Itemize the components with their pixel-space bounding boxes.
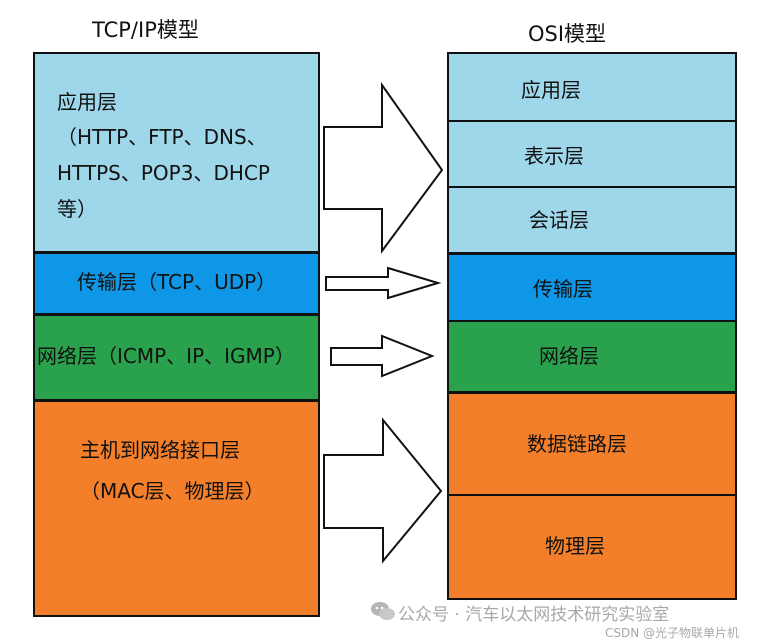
tcpip-application-protocols-3: 等） (57, 197, 97, 221)
osi-title: OSI模型 (528, 22, 607, 46)
transport-mapping-arrow (325, 266, 442, 300)
osi-transport-label: 传输层 (533, 277, 593, 301)
tcpip-title: TCP/IP模型 (92, 18, 199, 42)
osi-presentation-layer: 表示层 (447, 120, 737, 188)
tcpip-transport-label: 传输层（TCP、UDP） (77, 270, 277, 294)
watermark-official-account: 公众号 · 汽车以太网技术研究实验室 (398, 605, 670, 625)
wechat-icon (371, 602, 395, 620)
tcpip-application-label: 应用层 (57, 90, 117, 114)
application-mapping-arrow (323, 81, 444, 255)
osi-physical-layer: 物理层 (447, 494, 737, 600)
osi-application-layer: 应用层 (447, 52, 737, 122)
osi-network-label: 网络层 (539, 344, 599, 368)
tcpip-host-to-network-label: 主机到网络接口层 (80, 438, 240, 462)
osi-application-label: 应用层 (521, 78, 581, 102)
link-mapping-arrow (323, 417, 443, 564)
osi-session-label: 会话层 (529, 208, 589, 232)
osi-network-layer: 网络层 (447, 320, 737, 393)
osi-transport-layer: 传输层 (447, 253, 737, 322)
watermark-csdn: CSDN @光子物联单片机 (605, 626, 740, 640)
osi-session-layer: 会话层 (447, 186, 737, 254)
tcpip-application-protocols-1: （HTTP、FTP、DNS、 (57, 125, 267, 149)
tcpip-host-to-network-detail: （MAC层、物理层） (80, 479, 265, 503)
osi-presentation-label: 表示层 (524, 144, 584, 168)
osi-data-link-layer: 数据链路层 (447, 392, 737, 496)
tcpip-application-protocols-2: HTTPS、POP3、DHCP (57, 161, 270, 185)
tcpip-application-layer: 应用层 （HTTP、FTP、DNS、 HTTPS、POP3、DHCP 等） (33, 52, 320, 253)
osi-physical-label: 物理层 (545, 534, 605, 558)
network-mapping-arrow (330, 334, 435, 378)
osi-data-link-label: 数据链路层 (527, 432, 627, 456)
tcpip-host-to-network-layer: 主机到网络接口层 （MAC层、物理层） (33, 400, 320, 617)
tcpip-network-label: 网络层（ICMP、IP、IGMP） (37, 344, 295, 368)
